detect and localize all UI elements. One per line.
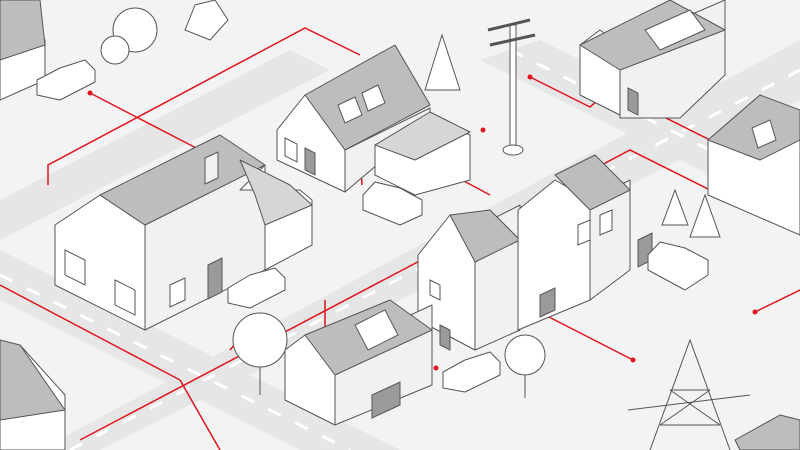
wire-node bbox=[630, 357, 636, 363]
house-top-right bbox=[579, 0, 726, 119]
road-dashes-1 bbox=[0, 273, 351, 450]
wire-node bbox=[480, 127, 486, 133]
wire-node bbox=[87, 90, 93, 96]
car bbox=[227, 267, 286, 309]
wire-9 bbox=[461, 179, 491, 196]
house-solar-roof bbox=[276, 44, 471, 196]
wire-node bbox=[433, 365, 439, 371]
tree bbox=[504, 334, 546, 376]
house-bottom-right bbox=[734, 414, 800, 450]
tree bbox=[100, 35, 130, 65]
car bbox=[647, 241, 709, 291]
tree bbox=[661, 188, 689, 226]
garage-door bbox=[539, 287, 556, 318]
car bbox=[362, 181, 423, 226]
wire-4 bbox=[0, 284, 221, 450]
transmission-tower bbox=[627, 338, 751, 450]
house-large-left bbox=[54, 134, 313, 331]
wire-node bbox=[752, 309, 758, 315]
skylight bbox=[354, 309, 399, 351]
wire-6 bbox=[544, 314, 634, 361]
wire-node bbox=[527, 74, 533, 80]
rock bbox=[184, 0, 229, 41]
house-bottom-left bbox=[0, 339, 66, 450]
skylight bbox=[644, 9, 706, 51]
tree bbox=[424, 33, 461, 91]
tree bbox=[232, 312, 288, 368]
car bbox=[442, 351, 501, 393]
house-right bbox=[707, 94, 800, 236]
wire-2 bbox=[89, 92, 201, 151]
house-small-bottom bbox=[284, 299, 433, 426]
tree bbox=[689, 193, 721, 238]
utility-pole bbox=[487, 18, 536, 156]
house-top-left bbox=[0, 0, 46, 101]
road-diagonal-cross bbox=[40, 40, 800, 450]
cars bbox=[36, 59, 709, 393]
road-upper bbox=[0, 50, 330, 240]
solar-panel bbox=[337, 96, 363, 124]
car bbox=[36, 59, 96, 101]
garage-door bbox=[371, 381, 401, 419]
wire-1 bbox=[47, 27, 361, 185]
solar-panel bbox=[361, 84, 386, 112]
trees bbox=[100, 0, 721, 398]
wire-10 bbox=[754, 289, 800, 313]
